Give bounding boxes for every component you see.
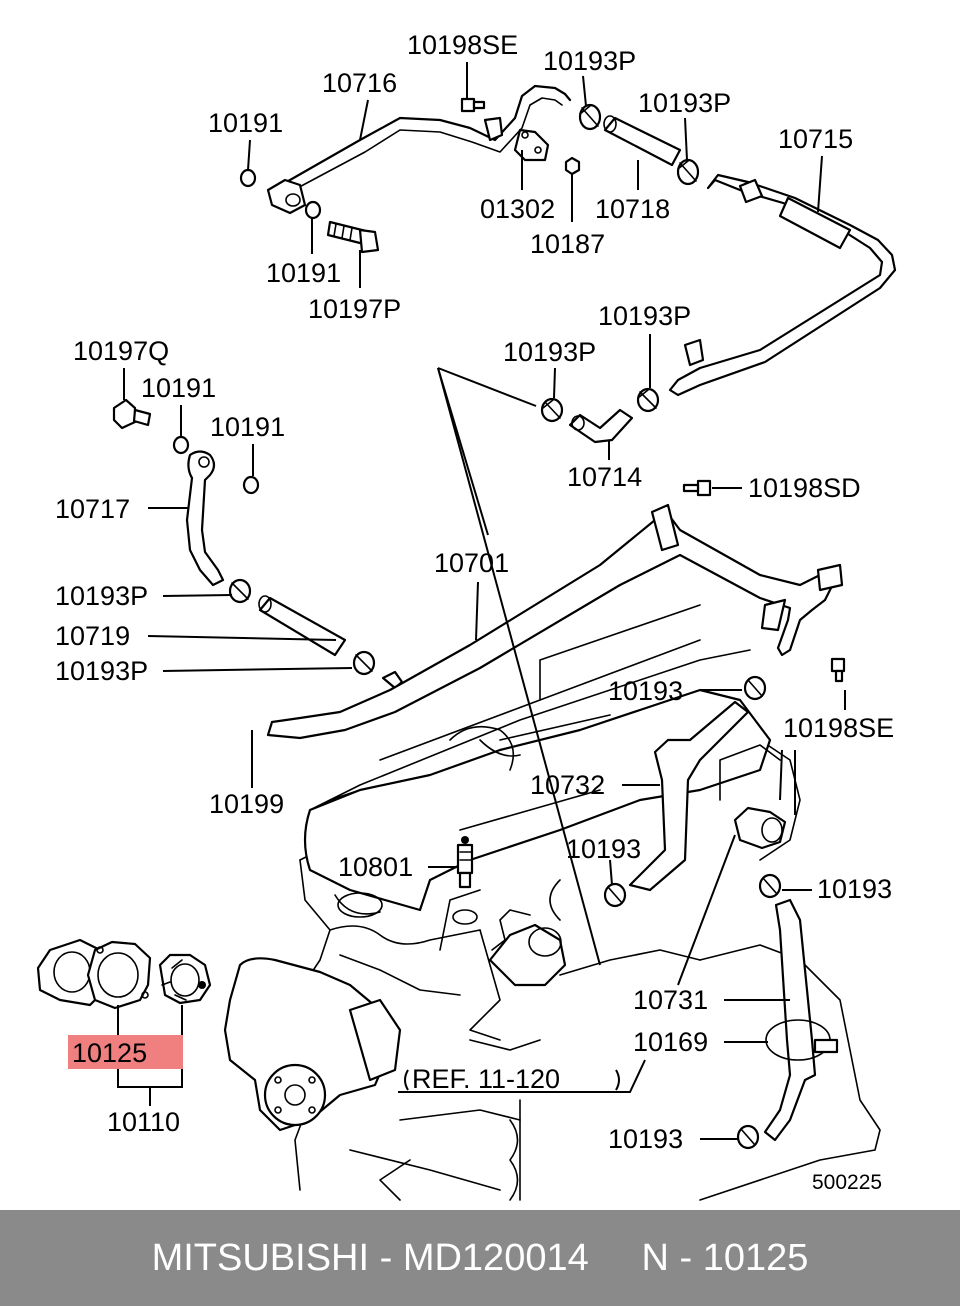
label-10717[interactable]: 10717 xyxy=(55,494,130,524)
parts-diagram: 10198SE 10193P 10716 10193P 10191 10715 … xyxy=(36,30,897,1201)
label-10187[interactable]: 10187 xyxy=(530,229,605,259)
hose-10714 xyxy=(568,408,634,444)
thermostat xyxy=(158,953,212,1005)
label-10125[interactable]: 10125 xyxy=(72,1038,147,1068)
label-10191-c[interactable]: 10191 xyxy=(141,373,216,403)
leader-lines xyxy=(117,62,846,1140)
label-10716[interactable]: 10716 xyxy=(322,68,397,98)
diagram-id: 500225 xyxy=(812,1171,882,1194)
clamp-10193-a xyxy=(743,675,767,701)
bolt-10198se-top xyxy=(460,97,486,113)
part-number-footer: MITSUBISHI - MD120014 N - 10125 xyxy=(0,1210,960,1306)
hose-10718 xyxy=(603,115,682,167)
water-manifold-right xyxy=(719,744,787,850)
label-10193p-mid1[interactable]: 10193P xyxy=(598,301,691,331)
hose-10732 xyxy=(628,700,750,892)
label-10191-d[interactable]: 10191 xyxy=(210,412,285,442)
pipe-10717 xyxy=(185,450,225,587)
hose-10719 xyxy=(258,595,347,657)
clamp-10193p-left1 xyxy=(228,578,252,604)
label-10199[interactable]: 10199 xyxy=(209,789,284,819)
clamp-10193p-top2 xyxy=(676,158,700,186)
clamp-10193p-mid2 xyxy=(636,387,660,413)
clamp-10193p-left2 xyxy=(352,650,376,676)
water-outlet-fitting xyxy=(452,909,567,987)
label-10191-a[interactable]: 10191 xyxy=(208,108,283,138)
water-pump xyxy=(223,957,402,1132)
bolt-10197p xyxy=(326,220,380,254)
label-ref-11-120[interactable]: REF. 11-120 xyxy=(412,1064,560,1094)
bracket-01302 xyxy=(513,128,550,162)
label-10718[interactable]: 10718 xyxy=(595,194,670,224)
washer-10191-a xyxy=(239,168,257,188)
clamp-10193-b xyxy=(603,882,627,908)
pipe-10715 xyxy=(668,173,897,397)
clip-10169 xyxy=(765,1019,839,1061)
label-10169[interactable]: 10169 xyxy=(633,1027,708,1057)
label-10193p-left1[interactable]: 10193P xyxy=(55,581,148,611)
label-10191-b[interactable]: 10191 xyxy=(266,258,341,288)
label-10197p[interactable]: 10197P xyxy=(308,294,401,324)
label-10193p-top1[interactable]: 10193P xyxy=(543,46,636,76)
label-10193-a[interactable]: 10193 xyxy=(608,676,683,706)
bolt-10198se-right xyxy=(830,657,846,683)
part-labels: 10198SE 10193P 10716 10193P 10191 10715 … xyxy=(55,30,894,1194)
label-10193-c[interactable]: 10193 xyxy=(817,874,892,904)
bolt-10198sd xyxy=(682,479,712,497)
cylinder-head-rail xyxy=(329,604,751,801)
clamp-10193p-top1 xyxy=(578,103,602,131)
cylinder-head-cover xyxy=(303,688,772,918)
label-10732[interactable]: 10732 xyxy=(530,770,605,800)
label-10714[interactable]: 10714 xyxy=(567,462,642,492)
pipe-10701 xyxy=(266,503,844,740)
highlight-10125 xyxy=(68,1035,183,1069)
clamp-10193-c xyxy=(758,873,782,899)
clamp-10193p-mid1 xyxy=(540,397,564,423)
label-10193-d[interactable]: 10193 xyxy=(608,1124,683,1154)
label-10719[interactable]: 10719 xyxy=(55,621,130,651)
nut-10187 xyxy=(564,156,581,176)
washer-10191-c xyxy=(172,435,190,455)
thermostat-housing-parts xyxy=(36,938,152,1010)
label-10198se-top[interactable]: 10198SE xyxy=(407,30,518,60)
bolt-10197q xyxy=(112,398,152,430)
label-10193p-mid2[interactable]: 10193P xyxy=(503,337,596,367)
label-10731[interactable]: 10731 xyxy=(633,985,708,1015)
label-10198sd[interactable]: 10198SD xyxy=(748,473,861,503)
label-10715[interactable]: 10715 xyxy=(778,124,853,154)
label-10198se-right[interactable]: 10198SE xyxy=(783,713,894,743)
label-10110[interactable]: 10110 xyxy=(107,1107,180,1137)
footer-text: MITSUBISHI - MD120014 N - 10125 xyxy=(151,1236,809,1279)
label-10701[interactable]: 10701 xyxy=(434,548,509,578)
label-10197q[interactable]: 10197Q xyxy=(73,336,169,366)
label-10193p-left2[interactable]: 10193P xyxy=(55,656,148,686)
washer-10191-d xyxy=(242,475,260,495)
label-10193-b[interactable]: 10193 xyxy=(566,834,641,864)
clamp-10193-d xyxy=(736,1124,760,1150)
washer-10191-b xyxy=(304,200,322,220)
label-10193p-top2[interactable]: 10193P xyxy=(638,88,731,118)
label-01302[interactable]: 01302 xyxy=(480,194,555,224)
temperature-sensor xyxy=(456,836,474,889)
label-10801[interactable]: 10801 xyxy=(338,852,413,882)
